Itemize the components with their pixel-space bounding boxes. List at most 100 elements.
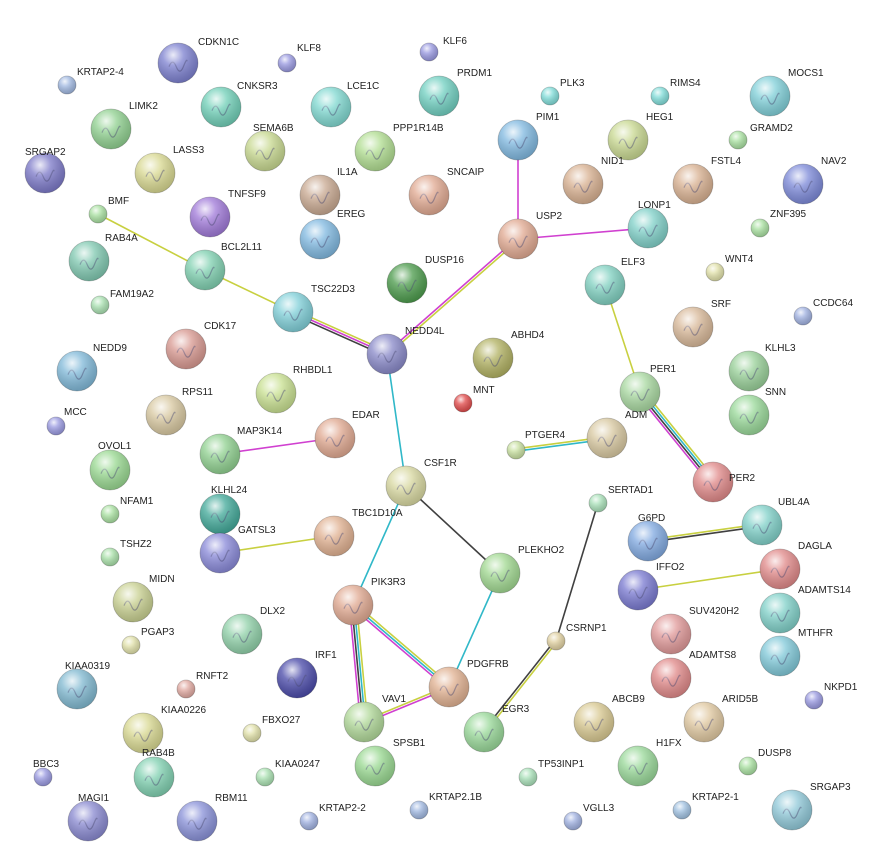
node-EREG[interactable]: EREG — [299, 209, 366, 260]
node-BMF[interactable]: BMF — [88, 196, 129, 224]
node-PER1[interactable]: PER1 — [619, 364, 677, 413]
edge-CSF1R-PIK3R3[interactable] — [352, 485, 407, 606]
node-USP2[interactable]: USP2 — [497, 211, 563, 260]
node-ELF3[interactable]: ELF3 — [584, 257, 645, 306]
node-FAM19A2[interactable]: FAM19A2 — [90, 289, 154, 315]
edge-SERTAD1-CSRNP1[interactable] — [555, 502, 599, 642]
node-TSHZ2[interactable]: TSHZ2 — [100, 539, 152, 567]
node-KLF8[interactable]: KLF8 — [277, 43, 321, 73]
node-MAGI1[interactable]: MAGI1 — [67, 793, 110, 842]
node-MAP3K14[interactable]: MAP3K14 — [199, 426, 282, 475]
node-CDKN1C[interactable]: CDKN1C — [157, 37, 239, 84]
edge-PLEKHO2-PDGFRB[interactable] — [448, 572, 501, 688]
node-RHBDL1[interactable]: RHBDL1 — [255, 365, 333, 414]
node-LONP1[interactable]: LONP1 — [627, 200, 671, 249]
node-SNN[interactable]: SNN — [728, 387, 786, 436]
edge-IFFO2-DAGLA[interactable] — [637, 568, 781, 591]
node-KRTAP2.1B[interactable]: KRTAP2.1B — [409, 792, 482, 820]
node-KRTAP2-4[interactable]: KRTAP2-4 — [57, 67, 124, 95]
node-H1FX[interactable]: H1FX — [617, 738, 682, 787]
node-KIAA0247[interactable]: KIAA0247 — [255, 759, 320, 787]
node-SUV420H2[interactable]: SUV420H2 — [650, 606, 739, 655]
node-DLX2[interactable]: DLX2 — [221, 606, 285, 655]
node-TP53INP1[interactable]: TP53INP1 — [518, 759, 585, 787]
node-ZNF395[interactable]: ZNF395 — [750, 209, 807, 238]
node-PRDM1[interactable]: PRDM1 — [418, 68, 492, 117]
node-OVOL1[interactable]: OVOL1 — [89, 441, 132, 491]
node-UBL4A[interactable]: UBL4A — [741, 497, 810, 546]
node-IRF1[interactable]: IRF1 — [276, 650, 337, 699]
edge-USP2-NEDD4L[interactable] — [385, 237, 520, 356]
node-MTHFR[interactable]: MTHFR — [759, 628, 833, 677]
node-KLHL24[interactable]: KLHL24 — [199, 485, 248, 535]
node-NEDD9[interactable]: NEDD9 — [56, 343, 127, 392]
node-CDK17[interactable]: CDK17 — [165, 321, 237, 370]
node-VGLL3[interactable]: VGLL3 — [563, 803, 615, 831]
node-TNFSF9[interactable]: TNFSF9 — [189, 189, 266, 238]
node-PLEKHO2[interactable]: PLEKHO2 — [479, 545, 565, 594]
node-PTGER4[interactable]: PTGER4 — [506, 430, 565, 460]
node-CCDC64[interactable]: CCDC64 — [793, 298, 853, 326]
node-PGAP3[interactable]: PGAP3 — [121, 627, 175, 655]
node-HEG1[interactable]: HEG1 — [607, 112, 674, 161]
node-CSF1R[interactable]: CSF1R — [385, 458, 457, 507]
node-ADAMTS8[interactable]: ADAMTS8 — [650, 650, 737, 699]
node-RBM11[interactable]: RBM11 — [176, 793, 248, 842]
edge-BMF-BCL2L11[interactable] — [97, 213, 206, 271]
node-PIK3R3[interactable]: PIK3R3 — [332, 577, 406, 626]
node-MNT[interactable]: MNT — [453, 385, 495, 413]
node-TBC1D10A[interactable]: TBC1D10A — [313, 508, 403, 557]
node-DAGLA[interactable]: DAGLA — [759, 541, 832, 590]
node-RAB4B[interactable]: RAB4B — [133, 748, 175, 798]
node-FSTL4[interactable]: FSTL4 — [672, 156, 741, 205]
node-IL1A[interactable]: IL1A — [299, 167, 358, 216]
edge-PIK3R3-PDGFRB[interactable] — [350, 602, 452, 690]
node-VAV1[interactable]: VAV1 — [343, 694, 407, 743]
node-NKPD1[interactable]: NKPD1 — [804, 682, 858, 710]
node-KLHL3[interactable]: KLHL3 — [728, 343, 796, 392]
node-RNFT2[interactable]: RNFT2 — [176, 671, 229, 699]
node-MOCS1[interactable]: MOCS1 — [749, 68, 824, 117]
node-SPSB1[interactable]: SPSB1 — [354, 738, 426, 787]
node-FBXO27[interactable]: FBXO27 — [242, 715, 301, 743]
node-PIM1[interactable]: PIM1 — [497, 112, 560, 161]
node-RAB4A[interactable]: RAB4A — [68, 233, 138, 282]
node-PER2[interactable]: PER2 — [692, 461, 756, 503]
node-SRF[interactable]: SRF — [672, 299, 731, 348]
node-MIDN[interactable]: MIDN — [112, 574, 175, 623]
node-SERTAD1[interactable]: SERTAD1 — [588, 485, 654, 513]
node-EDAR[interactable]: EDAR — [314, 410, 380, 459]
node-ABCB9[interactable]: ABCB9 — [573, 694, 645, 743]
node-KIAA0319[interactable]: KIAA0319 — [56, 661, 110, 710]
node-CNKSR3[interactable]: CNKSR3 — [200, 81, 278, 128]
node-IFFO2[interactable]: IFFO2 — [617, 562, 685, 611]
edge-NEDD4L-CSF1R[interactable] — [386, 353, 407, 487]
node-GRAMD2[interactable]: GRAMD2 — [728, 123, 793, 150]
node-PPP1R14B[interactable]: PPP1R14B — [354, 123, 444, 172]
node-SEMA6B[interactable]: SEMA6B — [244, 123, 294, 172]
node-NAV2[interactable]: NAV2 — [782, 156, 847, 205]
node-KIAA0226[interactable]: KIAA0226 — [122, 705, 206, 754]
node-KRTAP2-2[interactable]: KRTAP2-2 — [299, 803, 366, 831]
node-LIMK2[interactable]: LIMK2 — [90, 101, 158, 150]
node-LCE1C[interactable]: LCE1C — [310, 81, 379, 128]
node-PLK3[interactable]: PLK3 — [540, 78, 585, 106]
node-BCL2L11[interactable]: BCL2L11 — [184, 242, 262, 291]
node-SRGAP2[interactable]: SRGAP2 — [24, 147, 66, 194]
node-GATSL3[interactable]: GATSL3 — [199, 525, 276, 574]
node-NFAM1[interactable]: NFAM1 — [100, 496, 154, 524]
node-DUSP16[interactable]: DUSP16 — [386, 255, 464, 304]
node-KRTAP2-1[interactable]: KRTAP2-1 — [672, 792, 739, 820]
edge-CSF1R-PLEKHO2[interactable] — [405, 485, 501, 574]
node-SNCAIP[interactable]: SNCAIP — [408, 167, 485, 216]
node-KLF6[interactable]: KLF6 — [419, 36, 467, 62]
node-PDGFRB[interactable]: PDGFRB — [428, 659, 509, 708]
node-EGR3[interactable]: EGR3 — [463, 704, 530, 753]
node-ARID5B[interactable]: ARID5B — [683, 694, 758, 743]
node-WNT4[interactable]: WNT4 — [705, 254, 754, 282]
node-LASS3[interactable]: LASS3 — [134, 145, 205, 194]
node-RIMS4[interactable]: RIMS4 — [650, 78, 701, 106]
edge-USP2-LONP1[interactable] — [517, 227, 649, 240]
node-NID1[interactable]: NID1 — [562, 156, 624, 205]
node-RPS11[interactable]: RPS11 — [145, 387, 213, 436]
